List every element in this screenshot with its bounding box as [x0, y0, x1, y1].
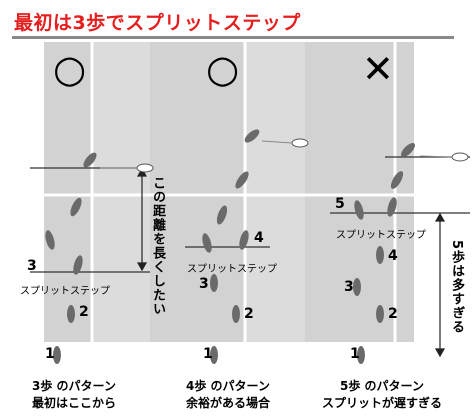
step-number: 5	[335, 196, 345, 212]
shuttle-trails	[100, 140, 453, 169]
step-number: 3	[344, 279, 354, 295]
step-number: 4	[388, 248, 398, 264]
step-number: 2	[79, 304, 89, 320]
circle-mark-icon: ○	[206, 47, 240, 91]
caption-title: 4歩 のパターン	[186, 379, 270, 393]
caption-subtitle: 余裕がある場合	[185, 396, 270, 410]
court-lines	[44, 42, 414, 342]
step-number: 1	[350, 346, 360, 362]
title-divider	[12, 36, 454, 39]
court-band-1	[92, 42, 150, 342]
step-number: 2	[388, 306, 398, 322]
page-title: 最初は3歩でスプリットステップ	[14, 12, 301, 34]
step-number: 2	[244, 306, 254, 322]
caption-4-steps: 4歩 のパターン 余裕がある場合	[168, 378, 288, 412]
caption-subtitle: スプリットが遅すぎる	[321, 396, 442, 410]
footprint-icon	[45, 129, 415, 364]
step-number: 4	[254, 230, 264, 246]
step-number: 1	[203, 346, 213, 362]
distance-arrow	[136, 167, 148, 272]
caption-subtitle: 最初はここから	[31, 396, 116, 410]
caption-3-steps: 3歩 のパターン 最初はここから	[14, 378, 134, 412]
split-step-label: スプリットステップ	[336, 230, 426, 241]
step-number: 3	[199, 276, 209, 292]
too-many-arrow	[434, 212, 446, 358]
caption-title: 5歩 のパターン	[340, 379, 424, 393]
step-number: 3	[27, 258, 37, 274]
cross-mark-icon: ✕	[362, 47, 394, 91]
circle-mark-icon: ○	[53, 47, 87, 91]
distance-note: この距離を長くしたい	[150, 176, 165, 316]
step-number: 1	[45, 346, 55, 362]
too-many-steps-note: 5歩は多すぎる	[449, 240, 464, 335]
caption-5-steps: 5歩 のパターン スプリットが遅すぎる	[312, 378, 452, 412]
split-step-label: スプリットステップ	[187, 264, 277, 275]
split-step-label: スプリットステップ	[20, 286, 110, 297]
caption-title: 3歩 のパターン	[32, 379, 116, 393]
court-band-2	[245, 42, 305, 342]
